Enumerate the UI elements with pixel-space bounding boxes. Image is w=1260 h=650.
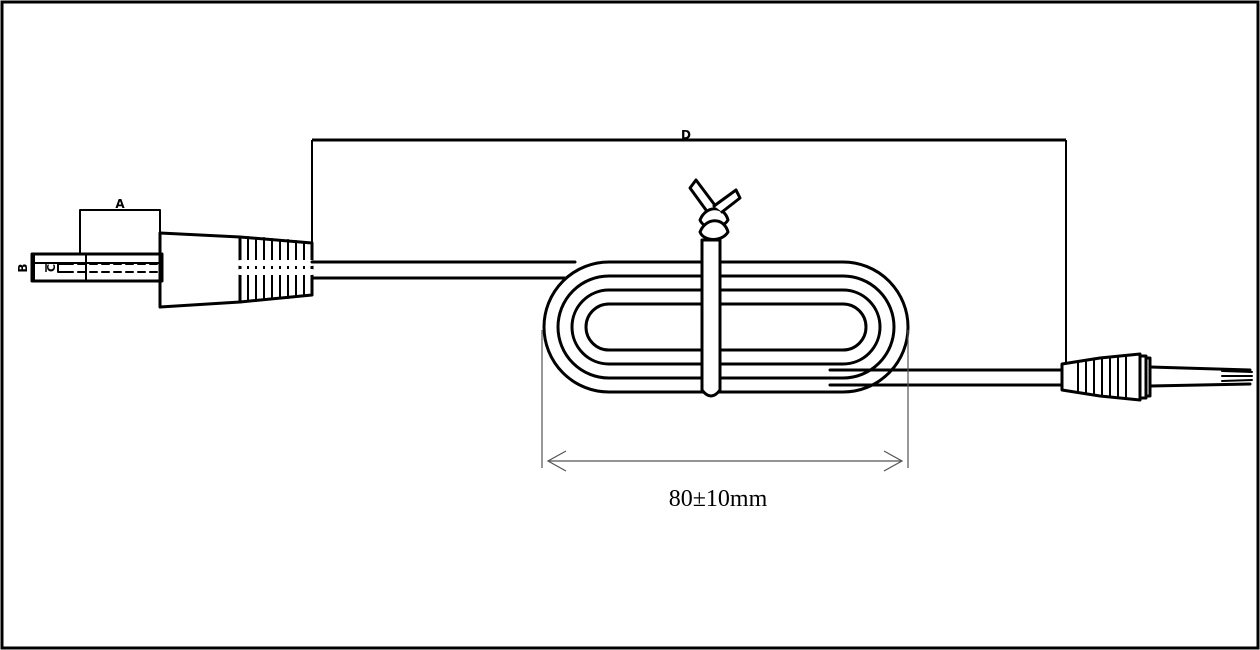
twist-tie bbox=[688, 178, 742, 398]
coil-length-dimension bbox=[541, 330, 909, 472]
cord-coil bbox=[542, 260, 910, 394]
label-a: A bbox=[115, 197, 125, 211]
label-d: D bbox=[681, 128, 691, 142]
cord-upper bbox=[310, 260, 577, 280]
label-b: B bbox=[16, 263, 30, 272]
label-c: C bbox=[45, 264, 58, 272]
coil-length-label: 80±10mm bbox=[669, 486, 768, 512]
plug-prongs bbox=[30, 252, 164, 283]
dimension-a bbox=[79, 209, 161, 255]
plug-body bbox=[158, 231, 315, 309]
cord-lower bbox=[828, 368, 1064, 387]
dimension-d bbox=[311, 138, 1067, 364]
connector-wires bbox=[1148, 365, 1253, 388]
connector-body bbox=[1060, 352, 1152, 402]
